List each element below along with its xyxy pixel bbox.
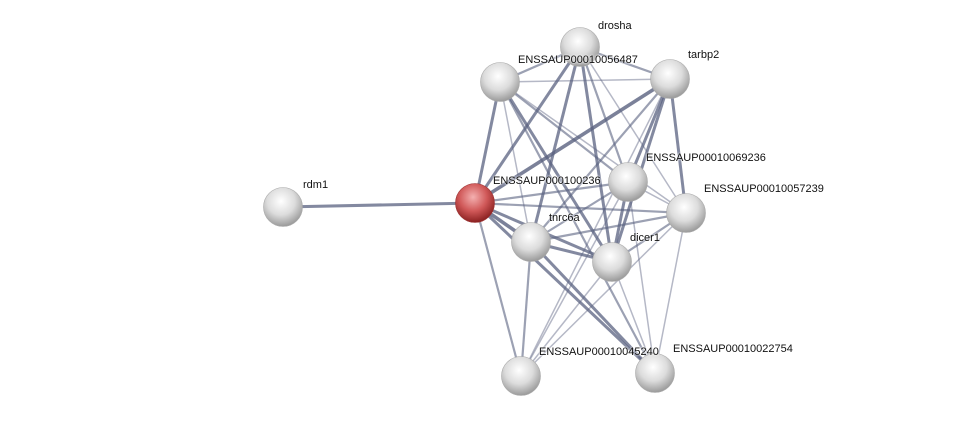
node-label-rdm1: rdm1 <box>303 179 329 191</box>
edge-dicer1-n45240[interactable] <box>520 261 613 377</box>
edge-tarbp2-tnrc6a[interactable] <box>530 78 671 243</box>
node-label-dicer1: dicer1 <box>630 232 660 244</box>
edge-center-n45240[interactable] <box>473 202 523 377</box>
edge-n57239-n22754[interactable] <box>654 212 687 374</box>
node-label-n57239: ENSSAUP00010057239 <box>704 183 824 195</box>
edge-center-tarbp2[interactable] <box>474 77 671 205</box>
edge-n57239-tnrc6a[interactable] <box>530 211 687 244</box>
node-drosha[interactable] <box>560 27 600 67</box>
edge-n56487-n22754[interactable] <box>499 81 656 374</box>
edge-tnrc6a-n22754[interactable] <box>529 240 657 375</box>
node-center[interactable] <box>455 183 495 223</box>
edge-n56487-dicer1[interactable] <box>498 81 614 263</box>
edge-center-n57239[interactable] <box>474 201 687 215</box>
edge-tarbp2-n57239[interactable] <box>668 78 688 214</box>
edge-drosha-n69236[interactable] <box>578 46 630 183</box>
node-rdm1[interactable] <box>263 187 303 227</box>
edge-n56487-n57239[interactable] <box>499 81 687 214</box>
node-label-center: ENSSAUP000100236 <box>493 175 601 187</box>
node-n22754[interactable] <box>635 353 675 393</box>
node-tnrc6a[interactable] <box>511 222 551 262</box>
node-label-tnrc6a: tnrc6a <box>549 212 580 224</box>
node-label-n22754: ENSSAUP00010022754 <box>673 343 793 355</box>
edge-center-n69236[interactable] <box>474 180 629 205</box>
edge-n69236-n22754[interactable] <box>627 181 656 374</box>
edge-tnrc6a-n45240[interactable] <box>519 241 533 377</box>
edge-drosha-dicer1[interactable] <box>578 46 614 263</box>
node-label-n56487: ENSSAUP00010056487 <box>518 54 638 66</box>
node-label-drosha: drosha <box>598 20 632 32</box>
edge-rdm1-center[interactable] <box>282 201 476 209</box>
node-n56487[interactable] <box>480 62 520 102</box>
edge-n56487-tarbp2[interactable] <box>499 78 671 83</box>
node-tarbp2[interactable] <box>650 59 690 99</box>
edge-center-n56487[interactable] <box>473 81 502 204</box>
edge-n56487-n69236[interactable] <box>499 81 629 183</box>
edge-drosha-n57239[interactable] <box>579 46 687 214</box>
edge-drosha-tnrc6a[interactable] <box>529 46 582 243</box>
node-label-tarbp2: tarbp2 <box>688 49 720 61</box>
edge-n56487-tnrc6a[interactable] <box>499 81 532 243</box>
edge-dicer1-n22754[interactable] <box>611 261 656 374</box>
node-dicer1[interactable] <box>592 242 632 282</box>
edge-n69236-n45240[interactable] <box>520 181 629 377</box>
node-n57239[interactable] <box>666 193 706 233</box>
edge-tarbp2-n45240[interactable] <box>520 78 671 377</box>
node-label-n69236: ENSSAUP00010069236 <box>646 152 766 164</box>
node-n45240[interactable] <box>501 356 541 396</box>
edge-n57239-n45240[interactable] <box>520 212 687 377</box>
node-label-n45240: ENSSAUP00010045240 <box>539 346 659 358</box>
edge-center-n22754[interactable] <box>473 201 657 375</box>
node-n69236[interactable] <box>608 162 648 202</box>
